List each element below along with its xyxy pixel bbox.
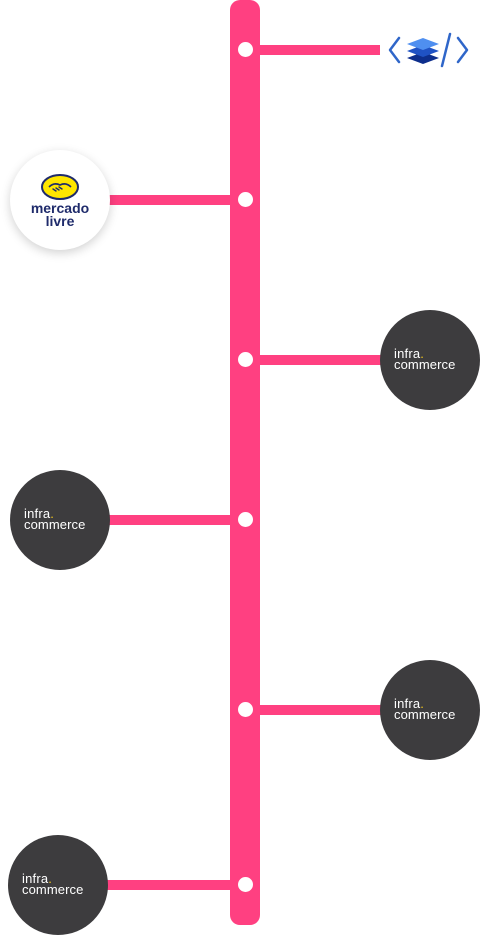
- timeline-dot: [238, 702, 253, 717]
- infracommerce-text-commerce: commerce: [394, 357, 456, 372]
- timeline-spine: [230, 0, 260, 925]
- timeline-dot: [238, 352, 253, 367]
- handshake-icon: [41, 174, 79, 200]
- timeline-connector: [105, 195, 235, 205]
- timeline-dot: [238, 877, 253, 892]
- timeline-connector: [105, 880, 235, 890]
- timeline-connector: [255, 355, 385, 365]
- infracommerce-text-infra: infra: [22, 871, 49, 886]
- timeline-dot: [238, 192, 253, 207]
- timeline-connector: [255, 705, 385, 715]
- timeline-dot: [238, 42, 253, 57]
- timeline-connector: [255, 45, 380, 55]
- infracommerce-text-commerce: commerce: [22, 882, 84, 897]
- infracommerce-logo: infra. commerce: [380, 310, 480, 410]
- mercado-livre-logo: mercado livre: [10, 150, 110, 250]
- mercado-livre-text-line1: mercado: [30, 200, 90, 216]
- timeline-connector: [105, 515, 235, 525]
- infracommerce-logo: infra. commerce: [10, 470, 110, 570]
- mercado-livre-text-line2: livre: [45, 213, 75, 229]
- infracommerce-text-infra: infra: [24, 506, 51, 521]
- infracommerce-text-commerce: commerce: [24, 517, 86, 532]
- infracommerce-text-infra: infra: [394, 696, 421, 711]
- timeline-dot: [238, 512, 253, 527]
- infracommerce-text-infra: infra: [394, 346, 421, 361]
- infracommerce-logo: infra. commerce: [8, 835, 108, 935]
- infracommerce-text-commerce: commerce: [394, 707, 456, 722]
- infracommerce-logo: infra. commerce: [380, 660, 480, 760]
- code-layers-icon: [386, 30, 472, 70]
